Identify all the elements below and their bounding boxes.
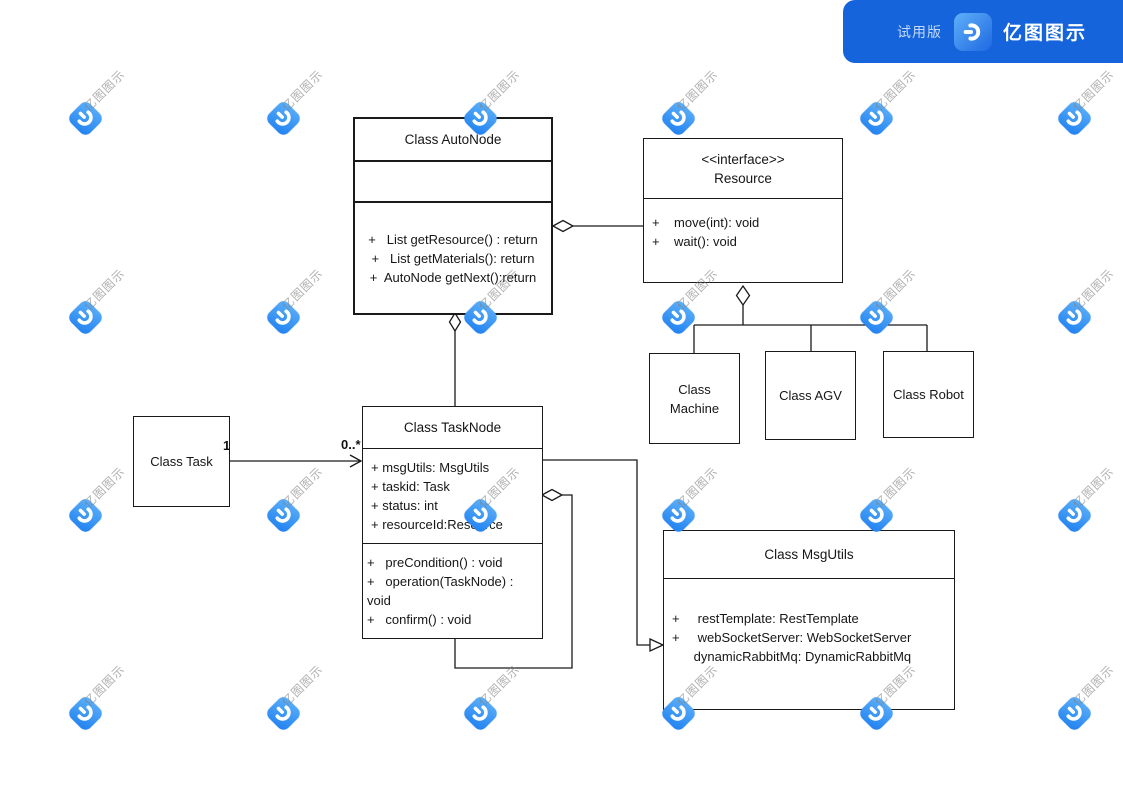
- class-box-task[interactable]: Class Task: [133, 416, 230, 507]
- edraw-logo-icon: [954, 12, 992, 51]
- method-line: + wait(): void: [652, 234, 737, 249]
- brand-name-label: 亿图图示: [1003, 23, 1088, 44]
- attribute-line: + taskid: Task: [371, 479, 450, 494]
- association-tasknode-msgutils[interactable]: [543, 459, 665, 653]
- attribute-line: + resourceId:Resource: [371, 517, 503, 532]
- aggregation-autonode-tasknode[interactable]: [448, 311, 462, 406]
- class-title: Class TaskNode: [363, 407, 542, 449]
- class-title: Class AutoNode: [355, 119, 551, 162]
- interface-name: Resource: [714, 170, 772, 186]
- class-box-agv[interactable]: Class AGV: [765, 351, 856, 440]
- class-title: Class Task: [150, 454, 213, 469]
- class-title: Class Robot: [893, 387, 964, 402]
- methods-compartment: + move(int): void + wait(): void: [644, 199, 842, 282]
- class-title: Class MsgUtils: [664, 531, 954, 579]
- method-line: + operation(TaskNode) : void: [367, 574, 517, 608]
- method-line: + AutoNode getNext():return: [369, 269, 537, 285]
- class-box-machine[interactable]: Class Machine: [649, 353, 740, 444]
- stereotype-label: <<interface>>: [701, 151, 785, 167]
- class-box-tasknode[interactable]: Class TaskNode + msgUtils: MsgUtils + ta…: [362, 406, 543, 639]
- multiplicity-label-many: 0..*: [341, 437, 361, 452]
- diamond-icon: [540, 488, 564, 502]
- attributes-compartment: + restTemplate: RestTemplate + webSocket…: [664, 579, 954, 709]
- association-task-tasknode[interactable]: [230, 454, 363, 468]
- class-box-autonode[interactable]: Class AutoNode + List getResource() : re…: [353, 117, 553, 315]
- class-title: Class AGV: [779, 388, 842, 403]
- attribute-line: + restTemplate: RestTemplate: [672, 611, 859, 626]
- methods-compartment: + preCondition() : void + operation(Task…: [363, 544, 542, 638]
- trial-banner: 试用版 亿图图示: [843, 0, 1123, 63]
- interface-title: <<interface>> Resource: [644, 139, 842, 199]
- method-line: + preCondition() : void: [367, 555, 503, 570]
- method-line: + List getResource() : return: [368, 231, 538, 247]
- attributes-compartment-empty: [355, 162, 551, 203]
- attribute-line: + webSocketServer: WebSocketServer: [672, 630, 912, 645]
- class-box-msgutils[interactable]: Class MsgUtils + restTemplate: RestTempl…: [663, 530, 955, 710]
- aggregation-autonode-resource[interactable]: [551, 219, 643, 233]
- attribute-line: dynamicRabbitMq: DynamicRabbitMq: [672, 649, 912, 664]
- aggregation-tasknode-self[interactable]: [454, 488, 573, 669]
- aggregation-resource-subclasses[interactable]: [693, 284, 928, 353]
- attribute-line: + status: int: [371, 498, 438, 513]
- triangle-arrowhead-icon: [649, 637, 665, 653]
- attribute-line: + msgUtils: MsgUtils: [371, 460, 490, 475]
- trial-version-label: 试用版: [897, 23, 942, 40]
- interface-box-resource[interactable]: <<interface>> Resource + move(int): void…: [643, 138, 843, 283]
- multiplicity-label-one: 1: [223, 438, 231, 453]
- method-line: + move(int): void: [652, 215, 760, 230]
- class-title: Class Machine: [669, 381, 720, 416]
- diamond-icon: [735, 284, 751, 307]
- class-box-robot[interactable]: Class Robot: [883, 351, 974, 438]
- open-arrowhead-icon: [349, 454, 363, 468]
- diamond-icon: [448, 311, 462, 333]
- method-line: + List getMaterials(): return: [371, 250, 535, 266]
- attributes-compartment: + msgUtils: MsgUtils + taskid: Task + st…: [363, 449, 542, 544]
- diamond-icon: [551, 219, 575, 233]
- methods-compartment: + List getResource() : return + List get…: [355, 203, 551, 313]
- method-line: + confirm() : void: [367, 612, 472, 627]
